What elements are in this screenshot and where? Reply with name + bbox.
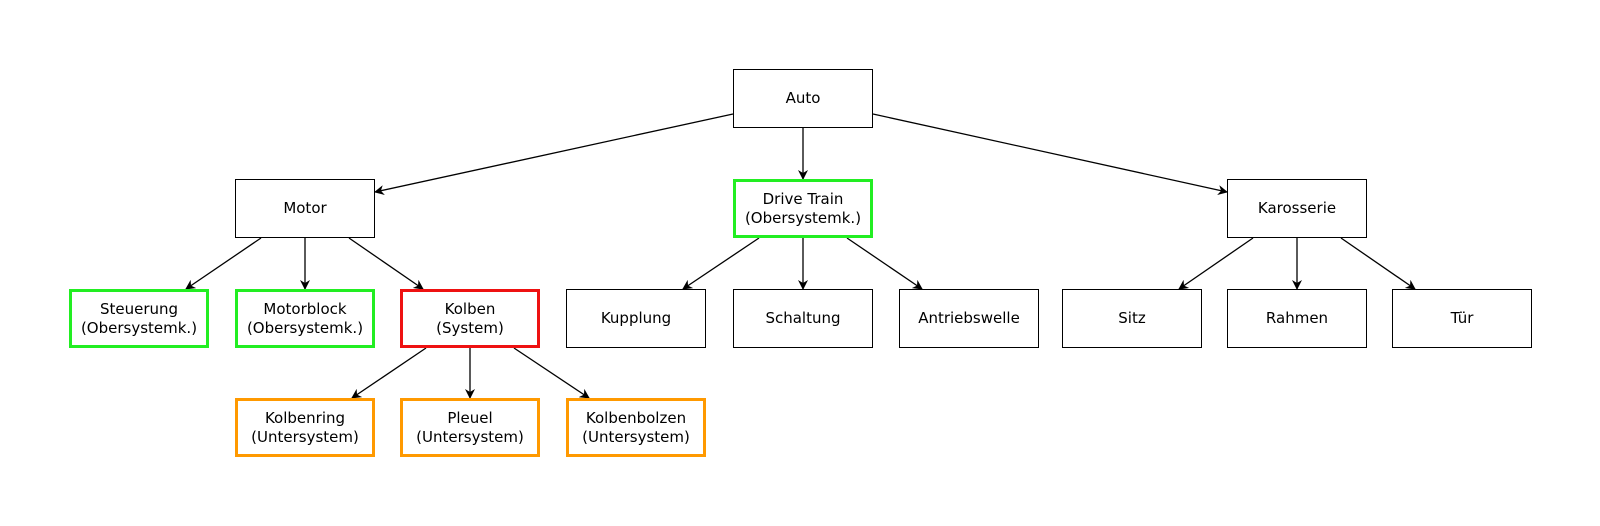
node-label: Karosserie [1257,199,1337,217]
node-rahmen: Rahmen [1227,289,1367,348]
node-sitz: Sitz [1062,289,1202,348]
node-sublabel: (Untersystem) [582,427,690,446]
node-label: Pleuel [447,408,493,427]
node-label: Auto [785,89,821,107]
edge-drivetrain-to-antriebswelle [846,237,923,290]
node-label: Tür [1450,309,1474,327]
node-drive-train: Drive Train(Obersystemk.) [733,179,873,238]
node-label: Motorblock [263,299,347,318]
node-label: Motor [283,199,327,217]
node-karosserie: Karosserie [1227,179,1367,238]
node-kupplung: Kupplung [566,289,706,348]
edge-karosserie-to-sitz [1178,237,1254,290]
node-label: Sitz [1118,309,1146,327]
node-sublabel: (Untersystem) [251,427,359,446]
edge-auto-to-karosserie [872,113,1228,195]
node-label: Antriebswelle [918,309,1020,327]
node-schaltung: Schaltung [733,289,873,348]
edge-kolben-to-kolbenring [351,347,427,399]
node-sublabel: (Untersystem) [416,427,524,446]
edge-karosserie-to-tuer [1340,237,1416,290]
node-sublabel: (Obersystemk.) [80,318,198,337]
edge-kolben-to-kolbenbolzen [513,347,590,399]
node-steuerung: Steuerung(Obersystemk.) [69,289,209,348]
node-label: Drive Train [762,189,844,208]
node-label: Kolbenring [264,408,346,427]
node-sublabel: (Obersystemk.) [246,318,364,337]
edge-motor-to-steuerung [185,237,262,290]
node-kolbenbolzen: Kolbenbolzen(Untersystem) [566,398,706,457]
node-motor: Motor [235,179,375,238]
node-pleuel: Pleuel(Untersystem) [400,398,540,457]
node-label: Steuerung [99,299,179,318]
node-label: Rahmen [1265,309,1329,327]
edge-drivetrain-to-kupplung [682,237,760,290]
node-label: Kupplung [600,309,672,327]
edge-motor-to-kolben [348,237,424,290]
node-tuer: Tür [1392,289,1532,348]
node-label: Kolben [444,299,496,318]
node-motorblock: Motorblock(Obersystemk.) [235,289,375,348]
node-auto: Auto [733,69,873,128]
node-sublabel: (Obersystemk.) [744,208,862,227]
node-label: Kolbenbolzen [585,408,687,427]
node-kolbenring: Kolbenring(Untersystem) [235,398,375,457]
edge-auto-to-motor [374,113,734,195]
node-label: Schaltung [765,309,841,327]
node-antriebswelle: Antriebswelle [899,289,1039,348]
node-kolben: Kolben(System) [400,289,540,348]
node-sublabel: (System) [436,318,504,337]
